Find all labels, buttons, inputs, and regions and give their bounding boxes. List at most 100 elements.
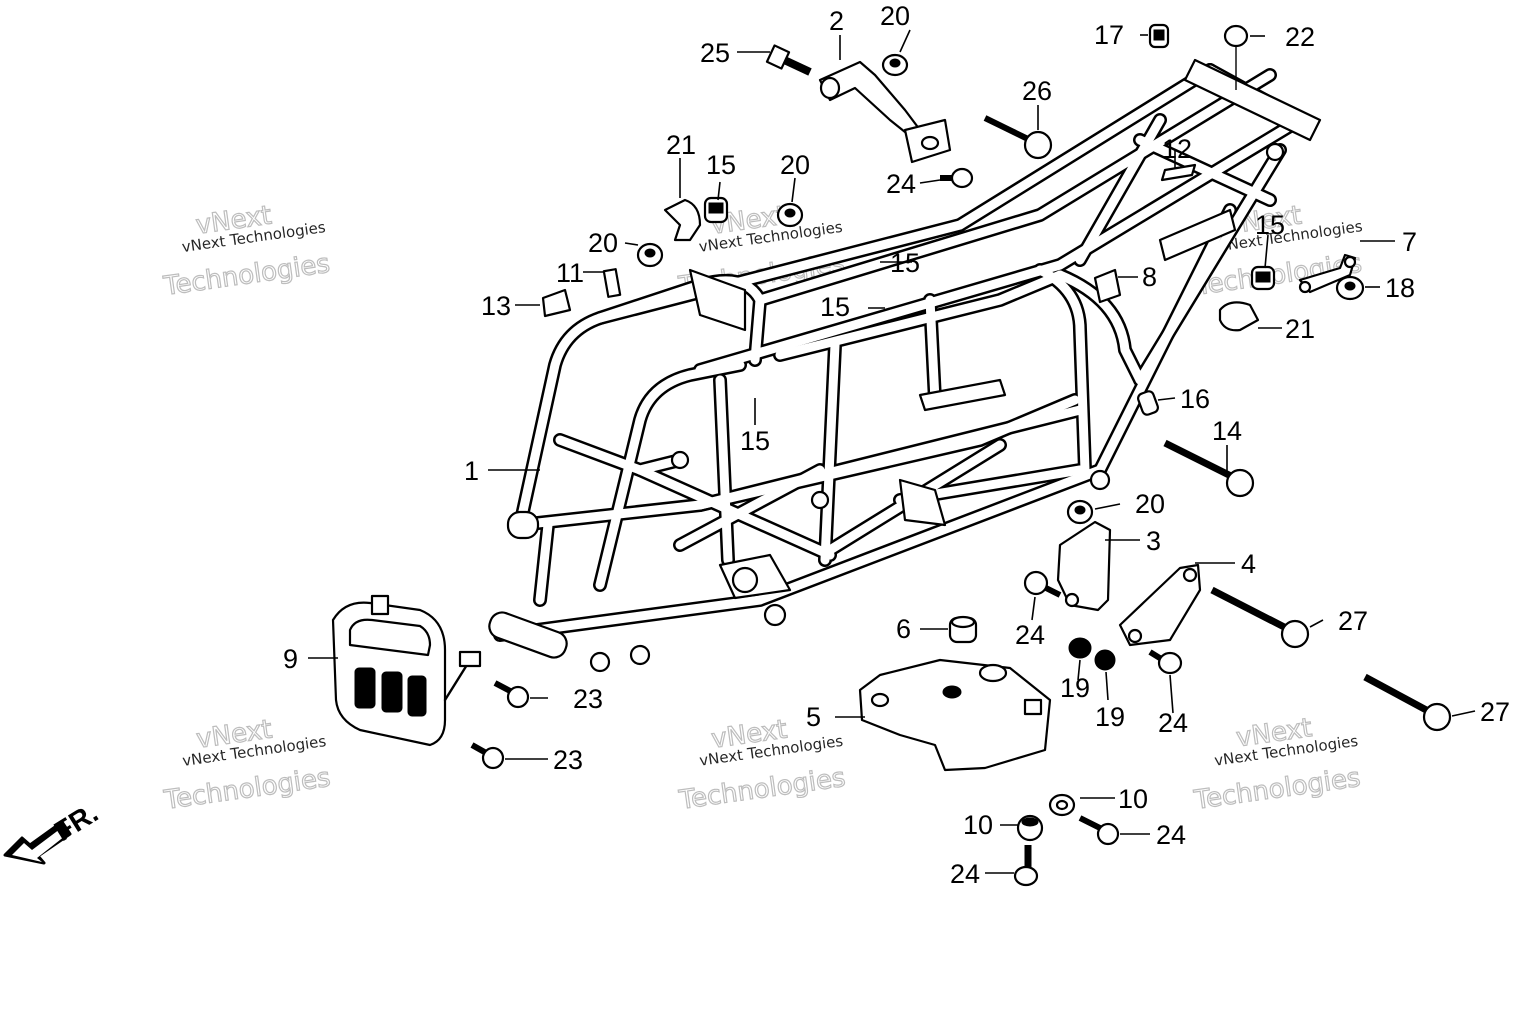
callout-24-a: 24 xyxy=(886,169,916,199)
frame-tube-core xyxy=(755,70,1275,305)
callout-20-d: 20 xyxy=(1135,489,1165,519)
callout-15-c: 15 xyxy=(820,292,850,322)
callout-21-b: 21 xyxy=(1285,314,1315,344)
leader-lines xyxy=(308,29,1476,874)
watermark-bottom-right: vNext vNext Technologies Technologies xyxy=(1191,713,1363,817)
callout-2: 2 xyxy=(829,6,844,36)
callout-15-e: 15 xyxy=(740,426,770,456)
callout-9: 9 xyxy=(283,644,298,674)
small-parts xyxy=(331,23,1452,887)
nut-20-top xyxy=(881,53,909,77)
callout-20-c: 20 xyxy=(780,150,810,180)
frame-tube-core xyxy=(495,465,1105,640)
watermark-outline-bottom: Technologies xyxy=(161,249,332,302)
callout-20-a: 20 xyxy=(880,1,910,31)
bolt-23-b xyxy=(470,742,505,770)
callout-22: 22 xyxy=(1285,22,1315,52)
callout-8: 8 xyxy=(1142,262,1157,292)
callout-19-a: 19 xyxy=(1060,673,1090,703)
callout-3: 3 xyxy=(1146,526,1161,556)
engine-hanger-5 xyxy=(858,658,1052,772)
tube-13 xyxy=(541,288,572,318)
frame-tube-core xyxy=(820,340,840,565)
cushion-10-b xyxy=(1016,814,1044,842)
clip-17 xyxy=(1148,23,1170,49)
callout-14: 14 xyxy=(1212,416,1242,446)
frame-tube-core xyxy=(715,375,733,565)
callout-23-b: 23 xyxy=(553,745,583,775)
nut-18 xyxy=(1335,275,1365,301)
callout-13: 13 xyxy=(481,291,511,321)
watermark-bottom-center: vNext vNext Technologies Technologies xyxy=(676,714,848,817)
bolt-23-a xyxy=(493,680,530,709)
clip-21-right xyxy=(1218,301,1260,332)
bolt-14 xyxy=(1163,439,1255,498)
callout-7: 7 xyxy=(1402,227,1417,257)
frame-tube-core xyxy=(1095,205,1235,475)
nut-19-b xyxy=(1094,649,1116,671)
callout-17: 17 xyxy=(1094,20,1124,50)
frame-tube-core xyxy=(1135,135,1275,205)
plate-4 xyxy=(1118,563,1202,647)
nut-20-lower xyxy=(1066,499,1094,525)
callout-27-a: 27 xyxy=(1338,606,1368,636)
frame-tube-core xyxy=(1055,270,1145,385)
callout-18: 18 xyxy=(1385,273,1415,303)
callout-12: 12 xyxy=(1162,134,1192,164)
frame-tube-core xyxy=(775,270,1065,360)
bolt-27-upper xyxy=(1210,586,1310,649)
clip-15-right xyxy=(1250,265,1276,291)
callout-15-d: 15 xyxy=(1255,210,1285,240)
callout-24-b: 24 xyxy=(1015,620,1045,650)
watermark-outline-bottom: Technologies xyxy=(162,763,333,816)
callout-15-a: 15 xyxy=(706,150,736,180)
rubber-6 xyxy=(948,615,978,644)
watermark-top-left: vNext vNext Technologies Technologies xyxy=(161,200,333,303)
callout-19-b: 19 xyxy=(1095,702,1125,732)
nut-20-left xyxy=(636,242,664,268)
frame-tube-core xyxy=(1035,265,1090,475)
stay-7 xyxy=(1298,253,1357,294)
bolt-22 xyxy=(1223,24,1249,90)
watermark-bottom-left: vNext vNext Technologies Technologies xyxy=(161,714,333,817)
frame-tube xyxy=(493,463,1107,642)
watermark-outline-bottom: Technologies xyxy=(677,763,848,816)
plate-3 xyxy=(1056,520,1112,612)
callout-24-d: 24 xyxy=(1156,820,1186,850)
callout-6: 6 xyxy=(896,614,911,644)
bolt-24-bottom-b xyxy=(1013,845,1039,887)
frame-tube-core xyxy=(535,520,553,605)
clip-16 xyxy=(1137,390,1159,416)
callout-15-b: 15 xyxy=(890,248,920,278)
bolt-24-lower xyxy=(1148,649,1183,675)
callout-25: 25 xyxy=(700,38,730,68)
frame-tube-core xyxy=(675,465,825,550)
callout-26: 26 xyxy=(1022,76,1052,106)
callout-16: 16 xyxy=(1180,384,1210,414)
callout-27-b: 27 xyxy=(1480,697,1510,727)
main-frame xyxy=(488,58,1322,673)
callout-5: 5 xyxy=(806,702,821,732)
callout-20-b: 20 xyxy=(588,228,618,258)
nut-19-a xyxy=(1068,637,1092,659)
clip-15-left xyxy=(703,196,729,224)
bolt-24-mid xyxy=(1023,570,1062,598)
frame-tube-core xyxy=(555,435,685,475)
callout-10-b: 10 xyxy=(963,810,993,840)
callout-10-a: 10 xyxy=(1118,784,1148,814)
front-direction-arrow: FR. xyxy=(3,797,103,865)
callout-23-a: 23 xyxy=(573,684,603,714)
frame-tube-core xyxy=(595,360,745,590)
bolt-25 xyxy=(765,44,812,76)
plate-12 xyxy=(1160,163,1197,182)
band-11 xyxy=(602,268,622,298)
frame-details xyxy=(488,58,1322,673)
watermark-outline-bottom: Technologies xyxy=(1192,763,1363,816)
bolt-24-top xyxy=(940,167,974,189)
bolt-26 xyxy=(983,115,1053,160)
callout-labels: 1 2 3 4 5 6 7 8 9 10 10 11 12 13 14 15 1… xyxy=(283,1,1510,889)
nut-20-mid xyxy=(776,202,804,228)
front-guard-9 xyxy=(331,594,482,747)
cushion-10-a xyxy=(1048,793,1076,817)
